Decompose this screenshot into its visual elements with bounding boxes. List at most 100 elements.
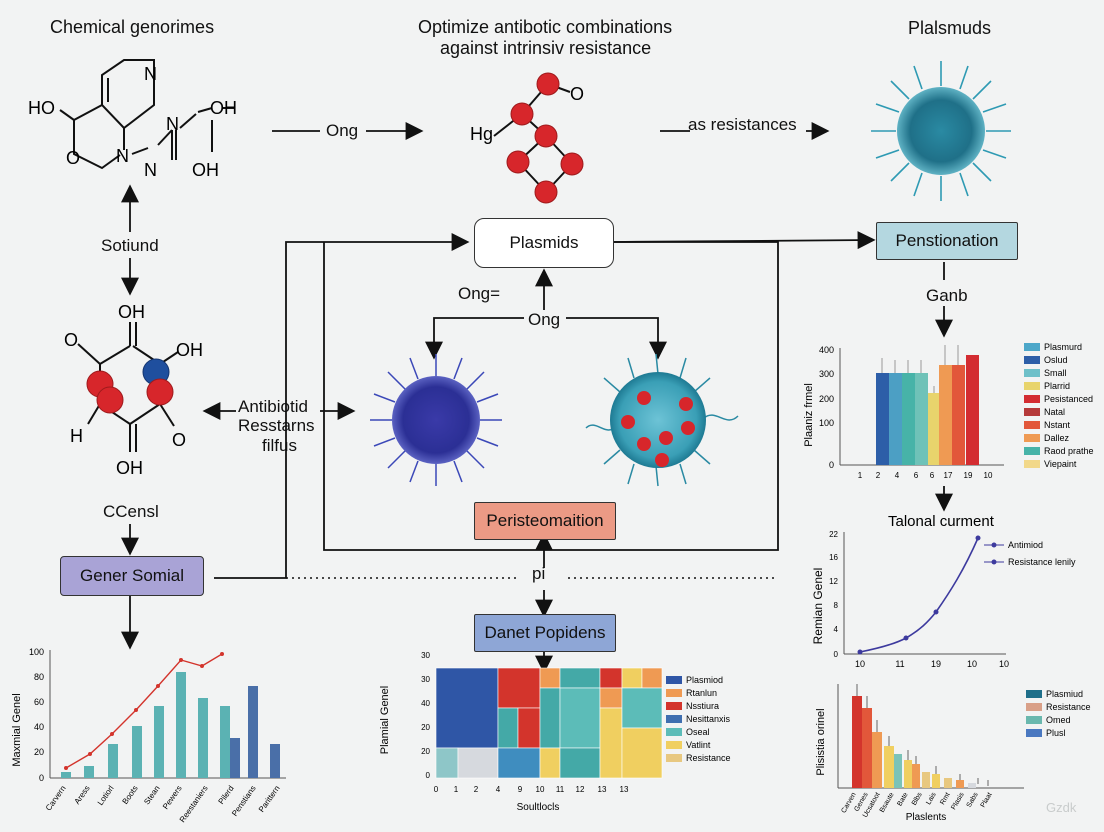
right-line-ylabel: Remian Genel [811,568,825,645]
atom-oh-top: OH [210,98,237,118]
right-bar-xtick: 1 [858,471,863,480]
atom-n-mid: N [116,146,129,166]
heatmap-xtick: 1 [454,785,459,794]
right-line-ytick: 4 [834,625,839,634]
atom-o-top: O [570,84,584,104]
right-bar-legend-item: Natal [1044,407,1065,417]
bottom-left-xtick: Lotiorl [96,784,116,807]
right-bar-6 [939,365,952,465]
right-bar-legend-item: Oslud [1044,355,1068,365]
title-plasmids: Plalsmuds [908,18,992,38]
atom-o-right: O [172,430,186,450]
heatmap-legend-item: Nesittanxis [686,714,731,724]
bottom-left-chart: Maxmial Genel 100 80 60 40 20 0 Carvern … [11,647,286,824]
peristeomaition-box: Peristeomaition [474,502,616,540]
atom-h: H [70,426,83,446]
heatmap-legend-item: Plasmiod [686,675,723,685]
right-bar-legend-item: Pesistanced [1044,394,1093,404]
right-bar-xtick: 10 [984,471,993,480]
right-line-xtick: 10 [999,659,1009,669]
right-line-ytick: 12 [829,577,838,586]
right-bar-ylabel: Plaaniz frmel [803,383,815,447]
atom-oh-right: OH [176,340,203,360]
right-bar-xtick: 4 [895,471,900,480]
heatmap-chart: Plamial Genel 30 30 40 20 20 0 [379,651,731,813]
right-bar-ytick: 100 [819,418,834,428]
right-bar-1 [876,373,889,465]
right-line-ytick: 16 [829,553,838,562]
heatmap-ylabel: Plamial Genel [379,686,391,754]
bottom-right-legend-item: Plusl [1046,728,1066,738]
bottom-right-legend-item: Omed [1046,715,1071,725]
blue-bacterium-image [370,354,502,486]
right-bar-xtick: 17 [944,471,953,480]
bottom-left-xtick: Parittern [257,784,282,814]
bottom-right-legend-item: Resistance [1046,702,1091,712]
right-bar-ytick: 400 [819,345,834,355]
right-bar-4 [915,373,928,465]
atom-n-low: N [144,160,157,180]
right-line-ytick: 0 [834,650,839,659]
bottom-left-ytick: 40 [34,722,44,732]
right-bar-legend-item: Plarrid [1044,381,1070,391]
bottom-right-xtick: Plaat [980,791,994,808]
title-chemical-genomes: Chemical genorimes [50,17,215,37]
label-ong-mid: Ong [528,310,561,329]
heatmap-xtick: 11 [556,785,565,794]
atom-hg: Hg [470,124,493,144]
danet-popidens-box: Danet Popidens [474,614,616,652]
right-bar-chart: Plaaniz frmel 400 300 200 100 0 1 2 4 6 … [803,342,1094,480]
heatmap-xtick: 13 [598,785,607,794]
bottom-right-xlabel: Plaslents [906,812,947,823]
atom-oh-top: OH [118,302,145,322]
label-sotiund: Sotiund [101,236,159,255]
bottom-left-line [65,653,223,769]
right-line-ytick: 8 [834,601,839,610]
atom-n-right: N [166,114,179,134]
right-bar-ytick: 0 [829,460,834,470]
right-line-ytick: 22 [829,530,838,539]
bottom-left-ytick: 0 [39,773,44,783]
right-bar-legend-item: Raod prathe [1044,446,1094,456]
bottom-left-ytick: 80 [34,672,44,682]
label-ong-eq: Ong= [458,284,501,303]
bottom-left-ylabel: Maxmial Genel [11,693,23,766]
bottom-right-xtick: Rmt [939,791,952,806]
bottom-right-xtick: Sabs [966,791,980,809]
bottom-left-xtick: Aress [73,784,92,806]
title-center-line2: against intrinsiv resistance [440,38,652,58]
right-line-legend-item: Antimiod [1008,540,1043,550]
right-bar-legend-item: Small [1044,368,1067,378]
right-line-xtick: 10 [855,659,865,669]
molecule-3-structure: Hg O [470,72,584,204]
right-bar-legend-item: Nstant [1044,420,1071,430]
molecule-1-structure: N HO O N N N OH OH [28,59,237,180]
heatmap-xtick: 9 [518,785,523,794]
right-bar-ytick: 300 [819,369,834,379]
label-ganb: Ganb [926,286,968,305]
heatmap-xtick: 12 [576,785,585,794]
bottom-right-xtick: Lais [925,791,938,806]
label-resistances: as resistances [688,115,797,134]
heatmap-ytick: 40 [421,699,430,708]
heatmap-xtick: 2 [474,785,479,794]
heatmap-xtick: 13 [620,785,629,794]
right-bar-2 [889,373,902,465]
gener-somial-box: Gener Somial [60,556,204,596]
bottom-left-xtick: Carvern [44,784,68,812]
atom-o-left: O [64,330,78,350]
right-bar-7 [952,365,965,465]
right-line-xtick: 19 [931,659,941,669]
right-bar-xtick: 6 [914,471,919,480]
label-censl: CCensl [103,502,159,521]
right-bar-ytick: 200 [819,394,834,404]
heatmap-xlabel: Soultlocls [517,802,560,813]
bottom-left-xtick: Stean [142,784,161,806]
right-bar-8 [966,355,979,465]
right-bar-xtick: 2 [876,471,881,480]
right-bar-xtick: 6 [930,471,935,480]
bottom-left-xtick: Pewers [161,784,184,811]
right-bar-xtick: 19 [964,471,973,480]
bottom-right-chart: Plisistia orinel Carven Genes Ucsatoot B… [815,684,1091,823]
